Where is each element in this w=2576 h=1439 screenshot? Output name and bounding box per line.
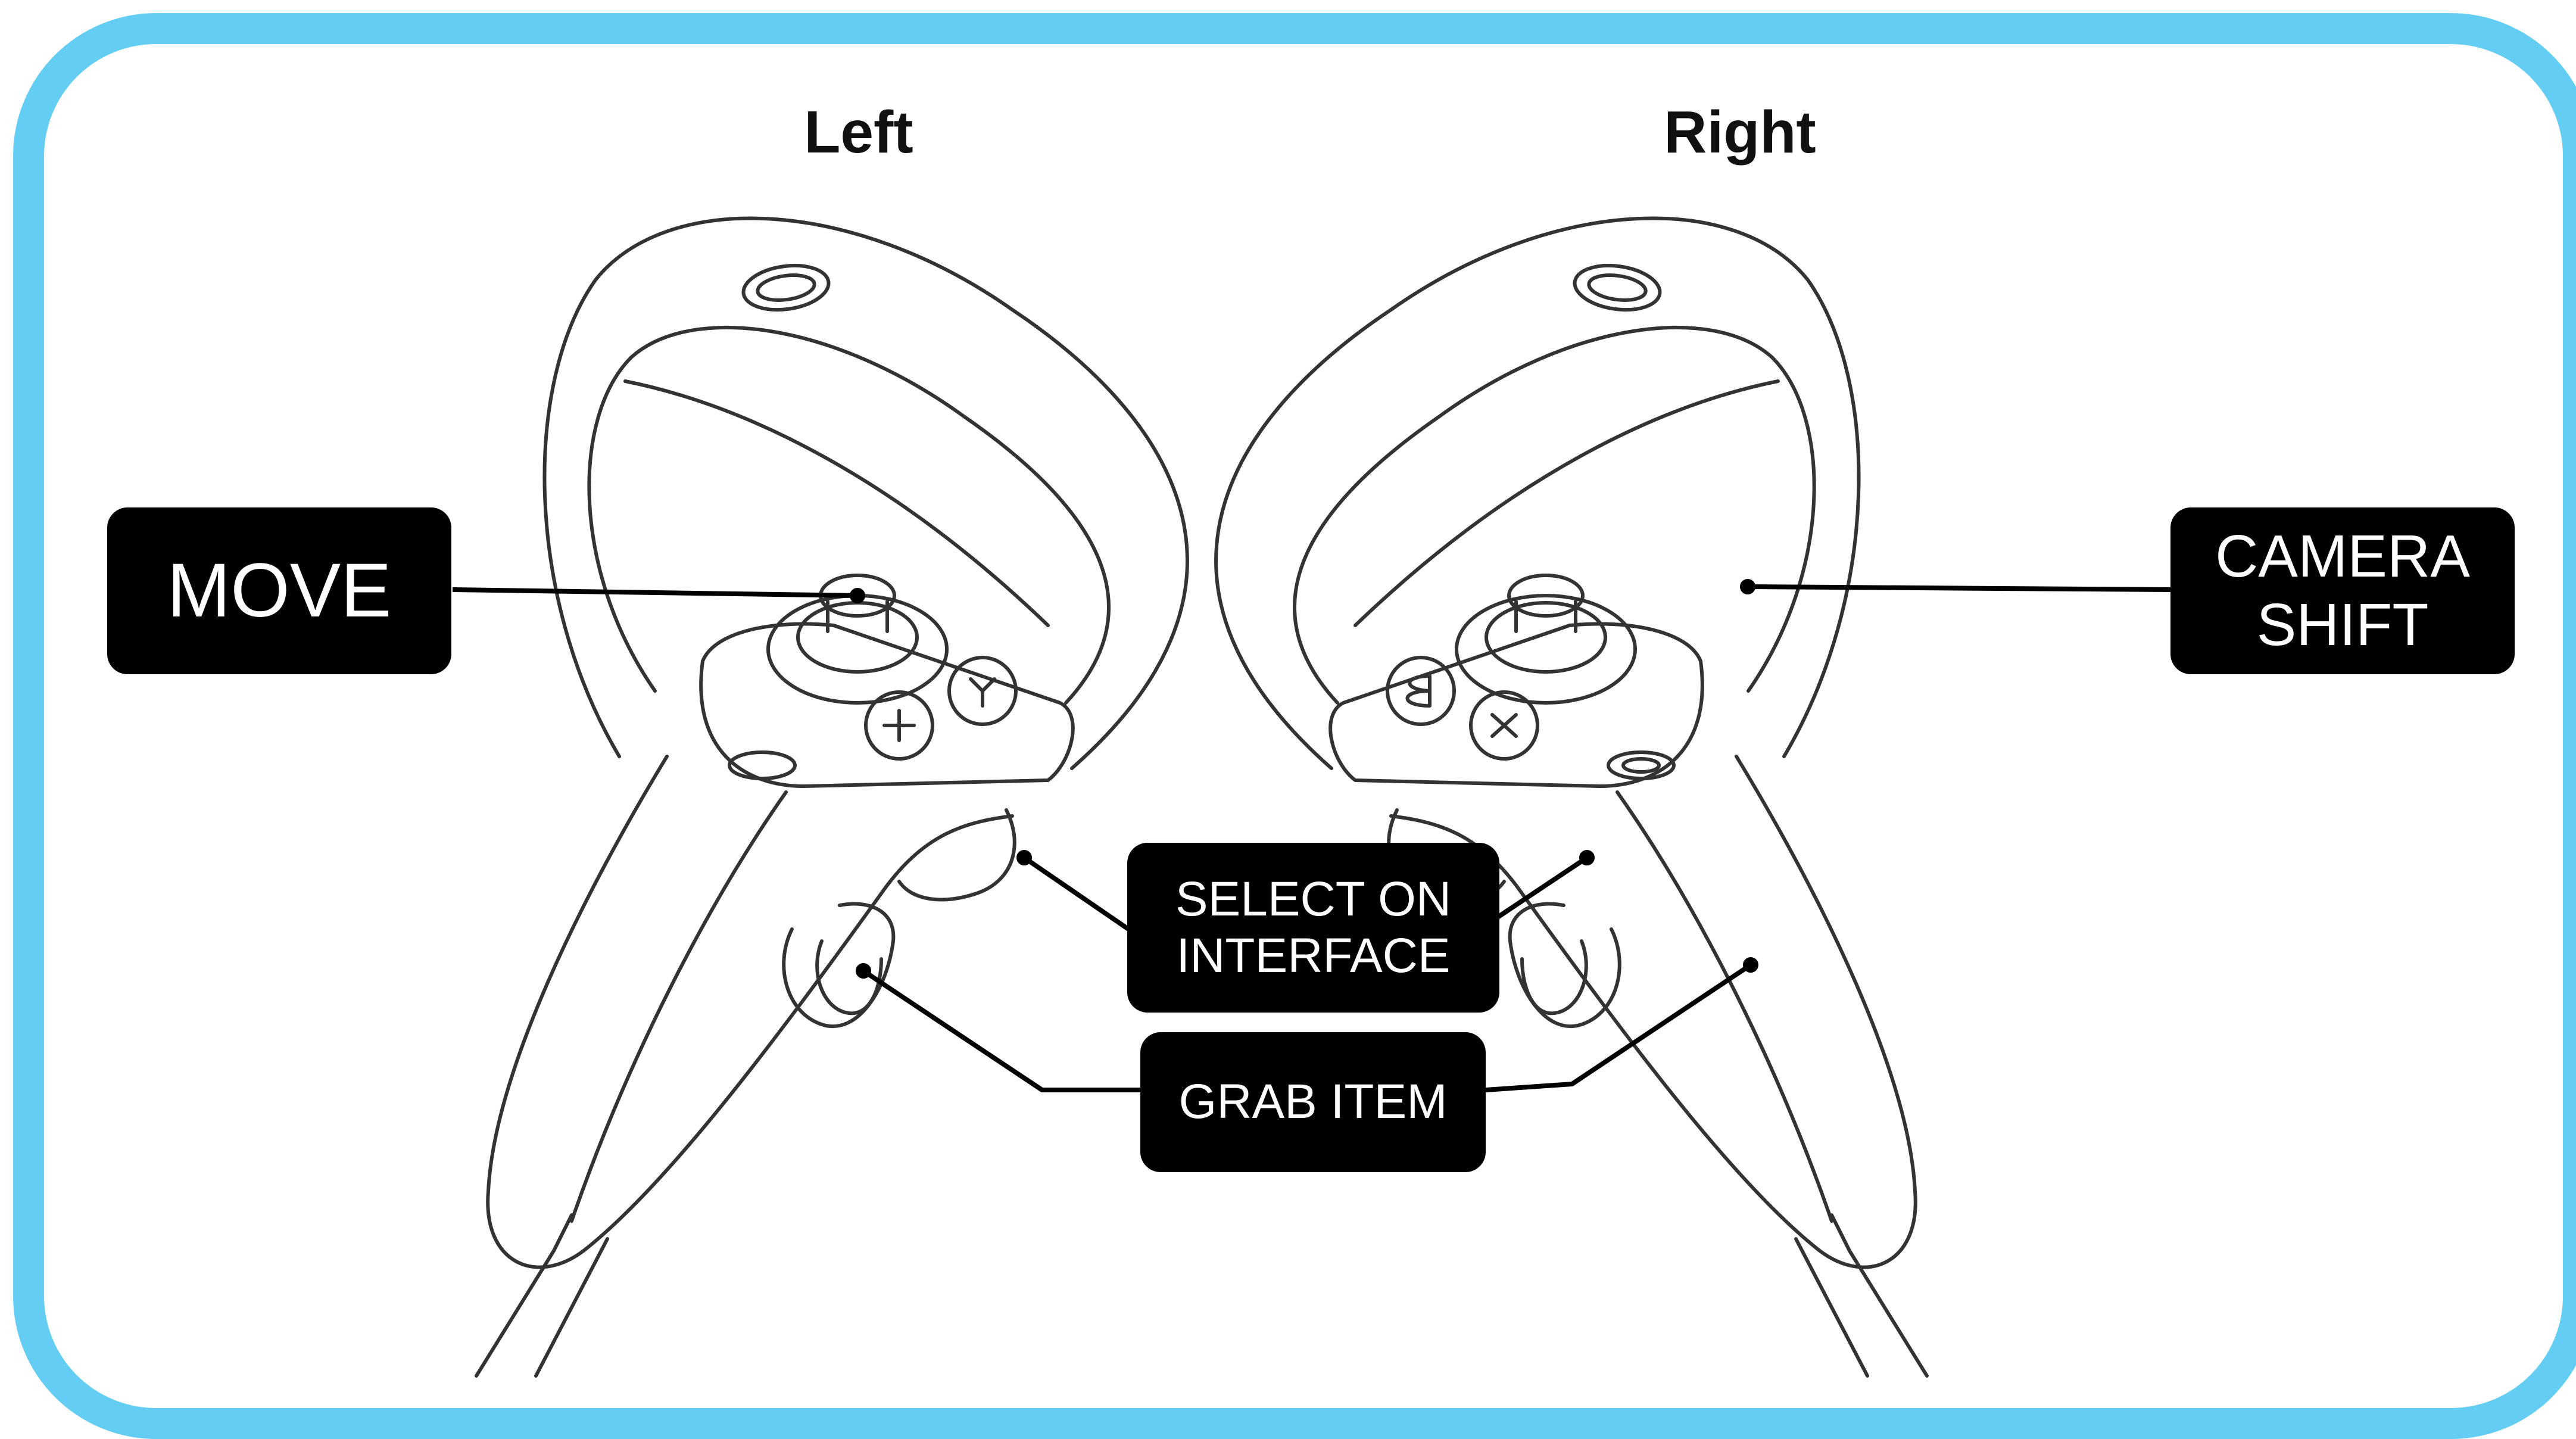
camera-shift-leader-line [1747, 584, 2173, 592]
select-label-line-1: SELECT ON [1175, 872, 1452, 927]
camera-shift-label-line-1: CAMERA [2215, 523, 2470, 590]
select-on-interface-label: SELECT ON INTERFACE [1127, 843, 1499, 1013]
camera-shift-label-line-2: SHIFT [2256, 591, 2429, 658]
left-controller-illustration [475, 216, 1189, 1378]
grab-left-leader-line [862, 968, 1140, 1092]
camera-shift-label: CAMERA SHIFT [2170, 507, 2515, 674]
grab-item-label-text: GRAB ITEM [1178, 1074, 1448, 1129]
right-controller-illustration [1214, 216, 1929, 1378]
select-left-leader-line [1022, 855, 1130, 932]
left-heading: Left [804, 99, 913, 166]
move-leader-line [452, 587, 858, 598]
select-right-leader-line [1496, 855, 1589, 920]
move-label: MOVE [107, 507, 451, 674]
move-label-text: MOVE [167, 548, 392, 634]
grab-item-label: GRAB ITEM [1140, 1032, 1486, 1172]
grab-right-leader-line [1485, 963, 1752, 1092]
right-heading: Right [1664, 99, 1816, 166]
diagram-frame [13, 13, 2576, 1439]
select-label-line-2: INTERFACE [1176, 928, 1451, 983]
